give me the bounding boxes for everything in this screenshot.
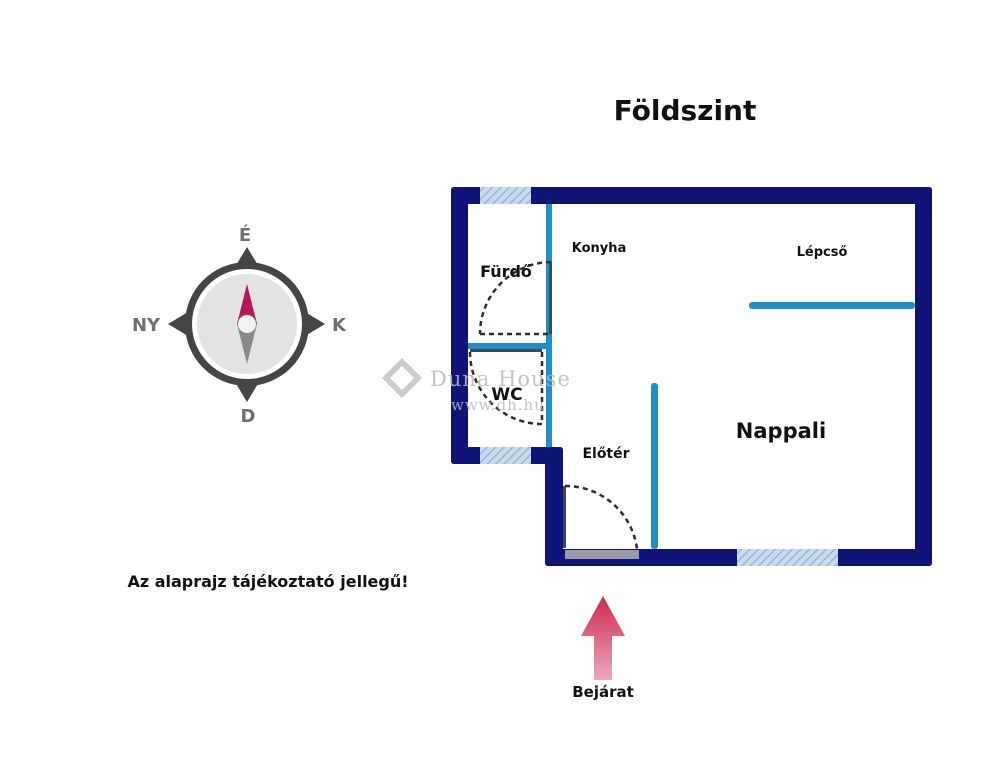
compass-south-label: D [241,406,256,427]
watermark-brand: Duna House [430,367,571,391]
room-label-lepcso: Lépcső [797,245,848,260]
entrance-label: Bejárat [572,683,634,701]
window-nappali [737,549,838,566]
watermark-url: www.dh.hu [451,396,545,414]
room-label-konyha: Konyha [572,241,627,256]
compass-west-label: NY [132,315,161,336]
room-label-furdo: Fürdő [480,262,532,281]
door-arc-wc [468,351,543,426]
plan-title: Földszint [614,94,757,127]
entrance-arrow: Bejárat [572,596,634,701]
door-arc-entrance [564,484,639,550]
compass-needle-north [237,284,257,324]
inner-wall-eloter-nappali [651,383,658,549]
compass-needle-south [237,324,257,364]
compass: É D NY K [132,224,347,427]
compass-north-label: É [239,224,251,246]
compass-center [238,315,256,333]
inner-wall-furdo-wc [468,343,552,349]
door-leaves [470,262,566,548]
window-wc [480,447,531,464]
room-label-nappali: Nappali [736,419,826,443]
entrance-door-sill [565,550,639,559]
room-label-wc: WC [491,385,522,405]
disclaimer-text: Az alaprajz tájékoztató jellegű! [127,572,408,591]
door-arc-furdo [478,260,552,335]
window-top [480,187,531,204]
watermark: Duna House www.dh.hu [382,358,571,414]
inner-wall-lepcso [749,302,915,309]
door-arcs [468,260,639,550]
entrance-arrow-icon [581,596,625,680]
room-label-eloter: Előtér [582,446,629,462]
compass-east-label: K [332,315,347,336]
windows [480,187,838,566]
